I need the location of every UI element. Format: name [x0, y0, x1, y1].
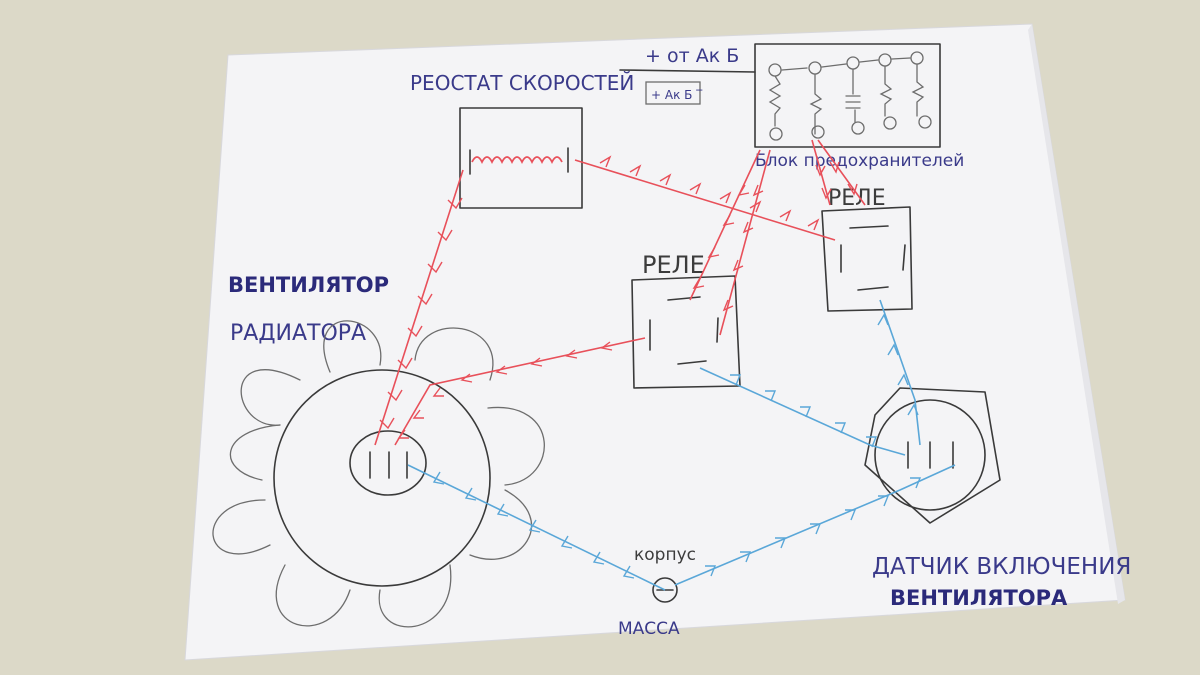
- red-wire-rheostat-to-fan: [374, 169, 464, 446]
- ground-symbol: [652, 577, 678, 603]
- fan-body-circle: [273, 369, 491, 587]
- battery-plus-line: [619, 69, 756, 73]
- radiator-fan: [212, 320, 545, 628]
- sensor-label-line1: ДАТЧИК ВКЛЮЧЕНИЯ: [872, 554, 1131, 580]
- red-wire-fuse-to-relay1-coil: [719, 149, 771, 336]
- battery-symbol-label: + Ак Б ‾: [651, 88, 703, 102]
- fan-connector: [349, 430, 427, 496]
- fuse-block: [754, 43, 941, 148]
- relay-1-label: РЕЛЕ: [642, 251, 705, 279]
- speed-rheostat: [459, 107, 583, 209]
- red-wire-relay1-to-fan: [394, 337, 646, 446]
- rheostat-label: РЕОСТАТ СКОРОСТЕЙ: [410, 71, 634, 95]
- fan-switch-sensor: [864, 387, 1001, 524]
- red-wire-fuse-to-relay2-coil: [817, 139, 866, 206]
- red-wire-arrows: [379, 155, 858, 439]
- fuse-block-label: Блок предохранителей: [755, 151, 964, 171]
- paper-fold-shadow: [1028, 24, 1125, 604]
- plus-battery-label: + от Ак Б: [645, 45, 739, 67]
- fan-label-line1: ВЕНТИЛЯТОР: [228, 273, 389, 297]
- body-label: корпус: [634, 545, 696, 565]
- ground-label: МАССА: [618, 619, 680, 639]
- blue-wire-relay1-to-sensor: [699, 367, 906, 456]
- blue-wire-arrows: [432, 313, 922, 579]
- fan-label-line2: РАДИАТОРА: [230, 321, 366, 346]
- relay-2: [821, 206, 913, 312]
- sensor-label-line2: ВЕНТИЛЯТОРА: [890, 586, 1068, 610]
- blue-wire-relay2-to-sensor: [879, 299, 921, 446]
- battery-symbol-box: [645, 81, 701, 105]
- blue-wire-fan-to-ground: [407, 464, 666, 591]
- red-wire-rheostat-to-relay2: [574, 159, 836, 241]
- fan-connector-pins: [369, 451, 408, 479]
- relay-2-label: РЕЛЕ: [828, 186, 886, 211]
